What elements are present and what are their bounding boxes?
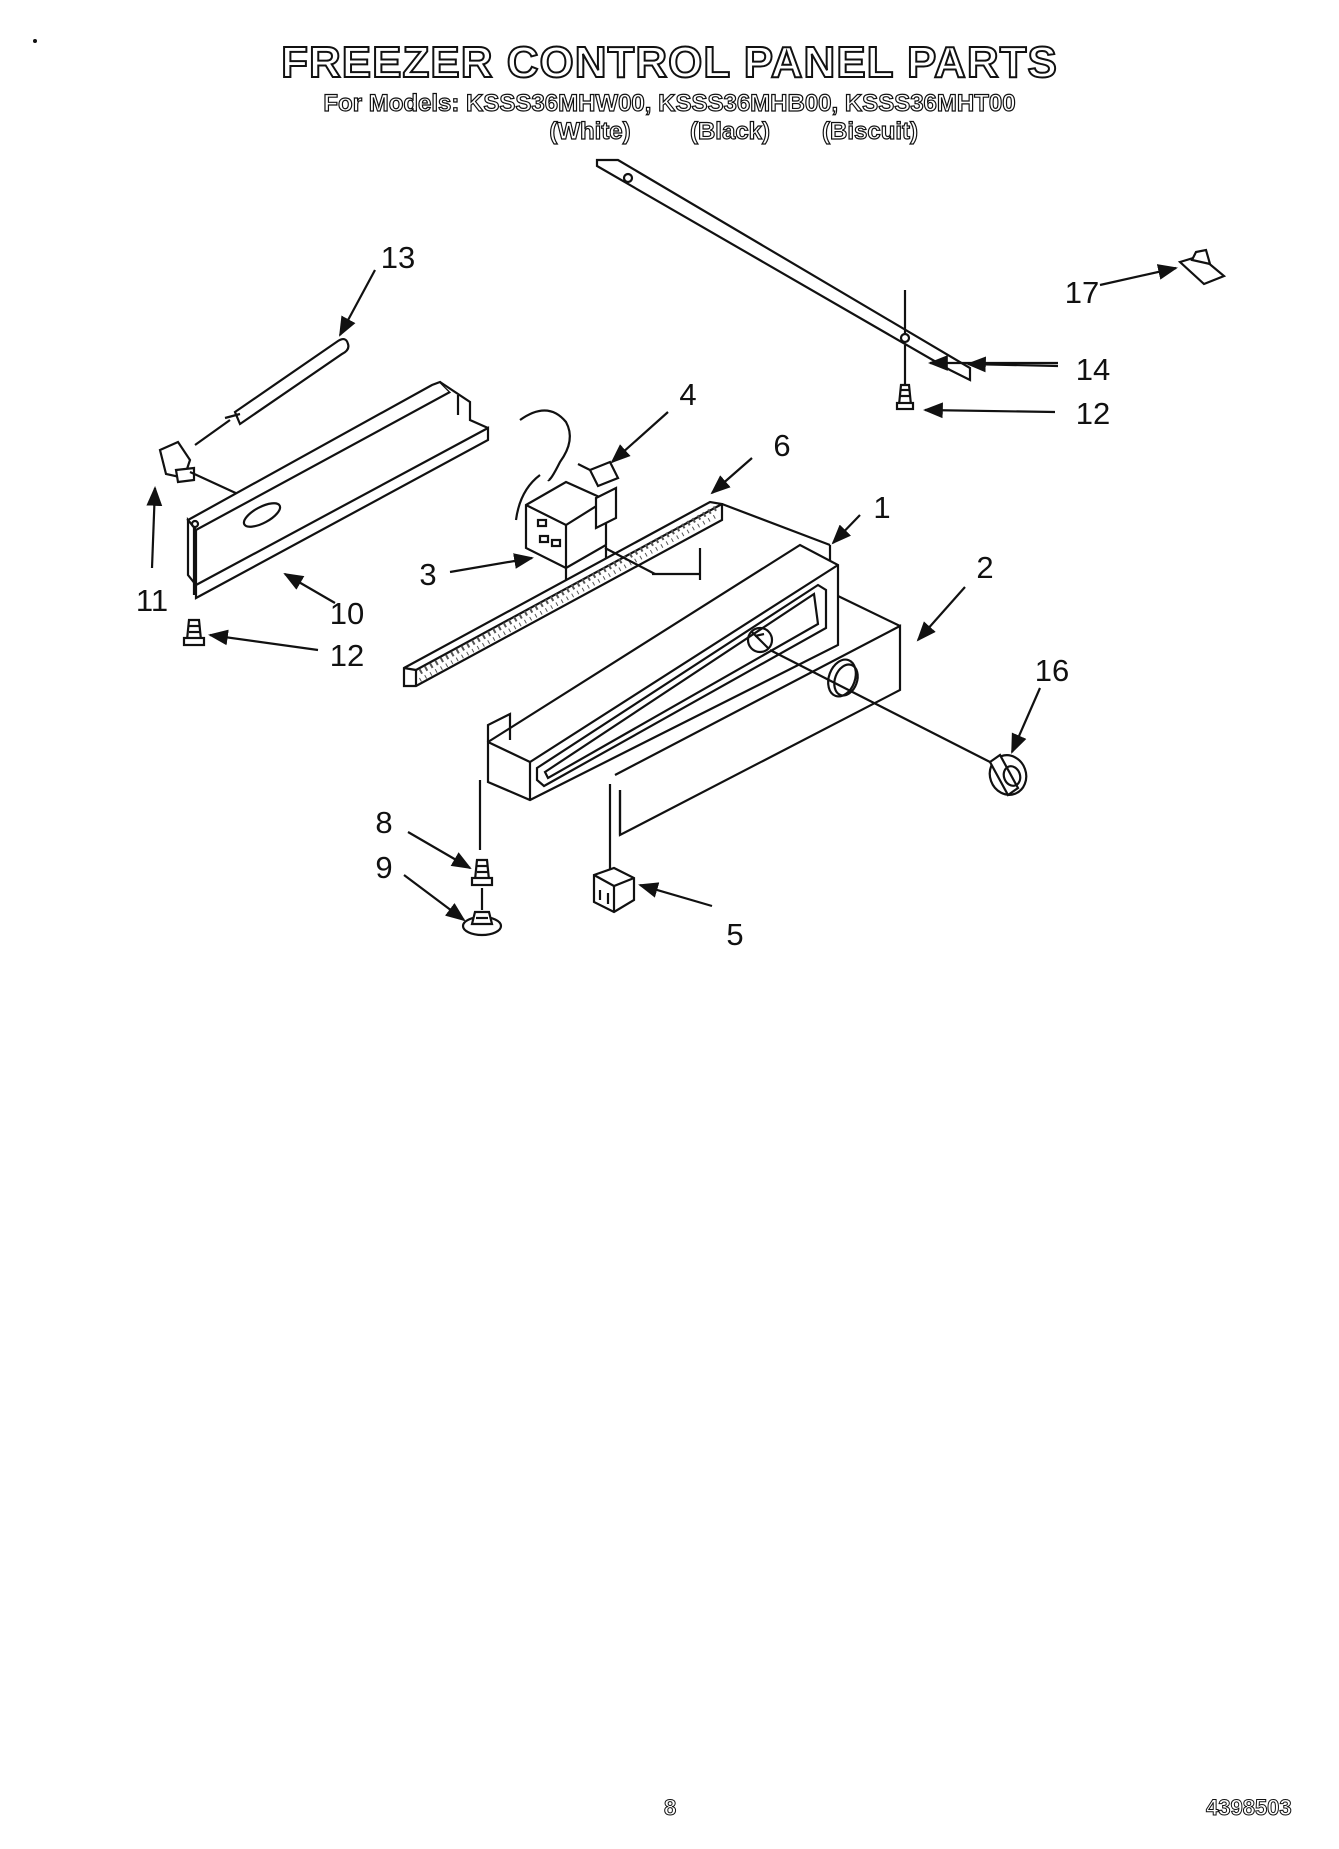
callout-4: 4 bbox=[679, 377, 697, 412]
callout-11: 11 bbox=[135, 583, 169, 618]
variant-biscuit: (Biscuit) bbox=[821, 117, 918, 145]
callout-12-left: 12 bbox=[329, 638, 365, 673]
callout-17: 17 bbox=[1064, 275, 1100, 310]
part-4-screw bbox=[577, 460, 620, 488]
part-12-screw-right bbox=[895, 383, 915, 411]
part-2-face-plate bbox=[614, 595, 991, 837]
part-9-clip bbox=[461, 910, 503, 937]
callout-1: 1 bbox=[873, 490, 891, 525]
document-number: 4398503 bbox=[1206, 1795, 1293, 1821]
part-1-housing bbox=[478, 543, 840, 875]
part-3-thermostat bbox=[514, 409, 618, 585]
callout-10: 10 bbox=[329, 596, 365, 631]
stray-dot bbox=[33, 39, 37, 43]
part-6-foam-strip bbox=[402, 500, 832, 688]
page-title: FREEZER CONTROL PANEL PARTS bbox=[280, 37, 1058, 88]
callout-3: 3 bbox=[419, 557, 437, 592]
callout-13: 13 bbox=[380, 240, 416, 275]
part-5-connector bbox=[592, 866, 636, 914]
page-number: 8 bbox=[663, 1795, 677, 1821]
part-12-screw-left bbox=[182, 618, 206, 647]
callout-8: 8 bbox=[375, 805, 393, 840]
callout-16: 16 bbox=[1034, 653, 1070, 688]
callout-12-right: 12 bbox=[1075, 396, 1111, 431]
part-13-sensor bbox=[194, 337, 350, 446]
part-17-clip bbox=[1177, 248, 1227, 286]
variant-white: (White) bbox=[549, 117, 632, 145]
model-list: For Models: KSSS36MHW00, KSSS36MHB00, KS… bbox=[323, 89, 1016, 117]
part-14-mounting-strip bbox=[595, 158, 972, 385]
callout-5: 5 bbox=[726, 917, 744, 952]
leader-arrows bbox=[146, 264, 1178, 922]
part-11-clip bbox=[158, 440, 241, 496]
part-16-knob bbox=[988, 753, 1028, 797]
callout-9: 9 bbox=[375, 850, 393, 885]
part-10-bracket bbox=[186, 380, 490, 600]
variant-black: (Black) bbox=[689, 117, 771, 145]
part-8-screw bbox=[470, 858, 494, 910]
callout-2: 2 bbox=[976, 550, 994, 585]
callout-14: 14 bbox=[1075, 352, 1111, 387]
callout-6: 6 bbox=[773, 428, 791, 463]
